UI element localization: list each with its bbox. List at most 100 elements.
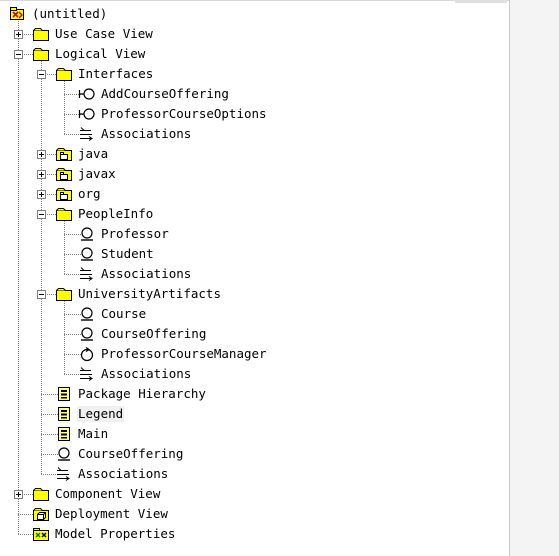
collapse-toggle-icon[interactable] <box>37 210 46 219</box>
tree-item-associations[interactable]: Associations <box>78 124 192 144</box>
tree-item-label: ProfessorCourseOptions <box>101 106 267 121</box>
control-icon <box>78 346 96 362</box>
entity-icon <box>78 326 96 342</box>
tree-item-associations[interactable]: Associations <box>78 364 192 384</box>
tree-item-label: Legend <box>77 406 125 422</box>
tree-item-model-properties[interactable]: Model Properties <box>32 524 176 544</box>
tree-item-label: Associations <box>101 126 192 141</box>
tree-item-legend[interactable]: Legend <box>55 404 125 424</box>
tree-item-student[interactable]: Student <box>78 244 155 264</box>
tree-guide-line <box>64 374 83 375</box>
tree-item-use-case-view[interactable]: Use Case View <box>32 24 154 44</box>
tree-item-label: Component View <box>55 486 161 501</box>
associations-icon <box>55 466 73 482</box>
diagram-icon <box>55 426 73 442</box>
expand-toggle-icon[interactable] <box>37 170 46 179</box>
top-border <box>0 0 509 1</box>
entity-icon <box>78 226 96 242</box>
model-root-icon <box>9 6 27 22</box>
tree-guide-line <box>41 154 60 155</box>
tree-guide-line <box>64 134 83 135</box>
interface-icon <box>78 106 96 122</box>
tree-item-peopleinfo[interactable]: PeopleInfo <box>55 204 154 224</box>
tree-item-course[interactable]: Course <box>78 304 147 324</box>
tree-guide-line <box>64 274 83 275</box>
tree-item-label: CourseOffering <box>78 446 184 461</box>
tree-item-package-hierarchy[interactable]: Package Hierarchy <box>55 384 207 404</box>
tree-guide-line <box>64 314 83 315</box>
tree-item-label: ProfessorCourseManager <box>101 346 267 361</box>
folder-icon <box>32 486 50 502</box>
tree-item-label: Associations <box>101 366 192 381</box>
tree-guide-line <box>18 54 37 55</box>
tree-guide-line <box>18 494 37 495</box>
package-folder-icon <box>55 166 73 182</box>
tree-item-component-view[interactable]: Component View <box>32 484 161 504</box>
tree-item-label: org <box>78 186 101 201</box>
tree-item-label: PeopleInfo <box>78 206 154 221</box>
associations-icon <box>78 366 96 382</box>
tree-item-universityartifacts[interactable]: UniversityArtifacts <box>55 284 222 304</box>
tree-guide-line <box>64 114 83 115</box>
expand-toggle-icon[interactable] <box>37 190 46 199</box>
tree-item-label: Deployment View <box>55 506 168 521</box>
entity-icon <box>78 246 96 262</box>
interface-icon <box>78 86 96 102</box>
expand-toggle-icon[interactable] <box>14 30 23 39</box>
tree-guide-line <box>64 81 65 134</box>
side-area <box>510 0 559 556</box>
tree-item-interfaces[interactable]: Interfaces <box>55 64 154 84</box>
entity-icon <box>55 446 73 462</box>
folder-icon <box>32 46 50 62</box>
tree-item-professorcoursemanager[interactable]: ProfessorCourseManager <box>78 344 268 364</box>
tree-item-courseoffering[interactable]: CourseOffering <box>78 324 207 344</box>
tree-item-label: Interfaces <box>78 66 154 81</box>
collapse-toggle-icon[interactable] <box>37 290 46 299</box>
tree-item-label: AddCourseOffering <box>101 86 229 101</box>
tree-item-label: Associations <box>78 466 169 481</box>
tree-item-associations[interactable]: Associations <box>55 464 169 484</box>
tree-guide-line <box>64 94 83 95</box>
tree-item-professorcourseoptions[interactable]: ProfessorCourseOptions <box>78 104 268 124</box>
tree-item-java[interactable]: java <box>55 144 109 164</box>
tree-item-deployment-view[interactable]: Deployment View <box>32 504 169 524</box>
tree-guide-line <box>41 214 60 215</box>
diagram-icon <box>55 386 73 402</box>
tree-guide-line <box>64 221 65 274</box>
tree-guide-line <box>41 174 60 175</box>
tree-guide-line <box>41 454 60 455</box>
folder-icon <box>55 206 73 222</box>
tree-item-label: Associations <box>101 266 192 281</box>
tree-guide-line <box>41 394 60 395</box>
tree-root[interactable]: (untitled) <box>9 4 108 24</box>
entity-icon <box>78 306 96 322</box>
tree-guide-line <box>41 61 42 474</box>
tree-item-professor[interactable]: Professor <box>78 224 170 244</box>
tree-item-label: Student <box>101 246 154 261</box>
associations-icon <box>78 266 96 282</box>
tree-item-courseoffering[interactable]: CourseOffering <box>55 444 184 464</box>
tree-guide-line <box>41 194 60 195</box>
tree-item-logical-view[interactable]: Logical View <box>32 44 146 64</box>
tree-guide-line <box>41 474 60 475</box>
tree-item-main[interactable]: Main <box>55 424 109 444</box>
tree-item-label: Professor <box>101 226 169 241</box>
tree-item-label: UniversityArtifacts <box>78 286 221 301</box>
tree-guide-line <box>18 21 19 534</box>
expand-toggle-icon[interactable] <box>14 490 23 499</box>
expand-toggle-icon[interactable] <box>37 150 46 159</box>
tree-item-org[interactable]: org <box>55 184 102 204</box>
tree-item-label: Package Hierarchy <box>78 386 206 401</box>
tree-item-javax[interactable]: javax <box>55 164 117 184</box>
package-folder-icon <box>55 146 73 162</box>
tree-item-label: javax <box>78 166 116 181</box>
tree-item-associations[interactable]: Associations <box>78 264 192 284</box>
collapse-toggle-icon[interactable] <box>14 50 23 59</box>
tree-guide-line <box>18 34 37 35</box>
collapse-toggle-icon[interactable] <box>37 70 46 79</box>
tree-item-addcourseoffering[interactable]: AddCourseOffering <box>78 84 230 104</box>
model-properties-icon <box>32 526 50 542</box>
tree-guide-line <box>41 74 60 75</box>
deployment-icon <box>32 506 50 522</box>
folder-icon <box>55 286 73 302</box>
